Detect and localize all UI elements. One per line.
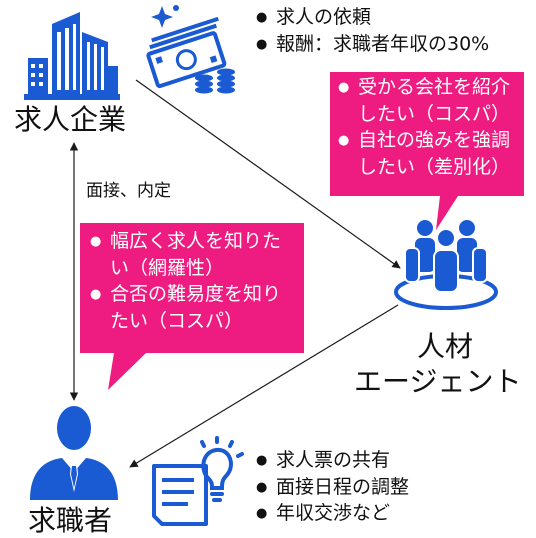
edge-label-interview-offer: 面接、内定 xyxy=(86,181,171,201)
list-item: 合否の難易度を知りたい（コスパ） xyxy=(90,281,298,334)
coins-icon xyxy=(195,68,235,94)
sparkle-icon xyxy=(151,6,173,28)
group-people-icon xyxy=(394,220,498,310)
company-to-agent-list: 求人の依頼 報酬：求職者年収の30% xyxy=(256,4,489,57)
list-item: 年収交渉など xyxy=(256,500,409,527)
money-stack-icon xyxy=(146,5,235,94)
arrow-agent-seeker xyxy=(129,304,399,468)
businessman-icon xyxy=(30,406,118,500)
list-item: 報酬：求職者年収の30% xyxy=(256,31,489,58)
agent-bubble-list: 受かる会社を紹介したい（コスパ） 自社の強みを強調したい（差別化） xyxy=(338,74,518,180)
agent-label-line2: エージェント xyxy=(354,365,522,398)
list-item: 自社の強みを強調したい（差別化） xyxy=(338,127,518,180)
seeker-label: 求職者 xyxy=(28,504,113,537)
company-label: 求人企業 xyxy=(14,103,127,136)
list-item: 求人票の共有 xyxy=(256,447,409,474)
agent-to-seeker-list: 求人票の共有 面接日程の調整 年収交渉など xyxy=(256,447,409,527)
document-icon xyxy=(152,436,244,526)
building-icon xyxy=(24,12,120,100)
list-item: 求人の依頼 xyxy=(256,4,489,31)
lightbulb-icon xyxy=(200,436,244,502)
list-item: 幅広く求人を知りたい（網羅性） xyxy=(90,228,298,281)
list-item: 受かる会社を紹介したい（コスパ） xyxy=(338,74,518,127)
seeker-bubble-list: 幅広く求人を知りたい（網羅性） 合否の難易度を知りたい（コスパ） xyxy=(90,228,298,334)
list-item: 面接日程の調整 xyxy=(256,474,409,501)
agent-label-line1: 人材 xyxy=(417,330,474,363)
arrow-company-agent xyxy=(135,79,401,269)
